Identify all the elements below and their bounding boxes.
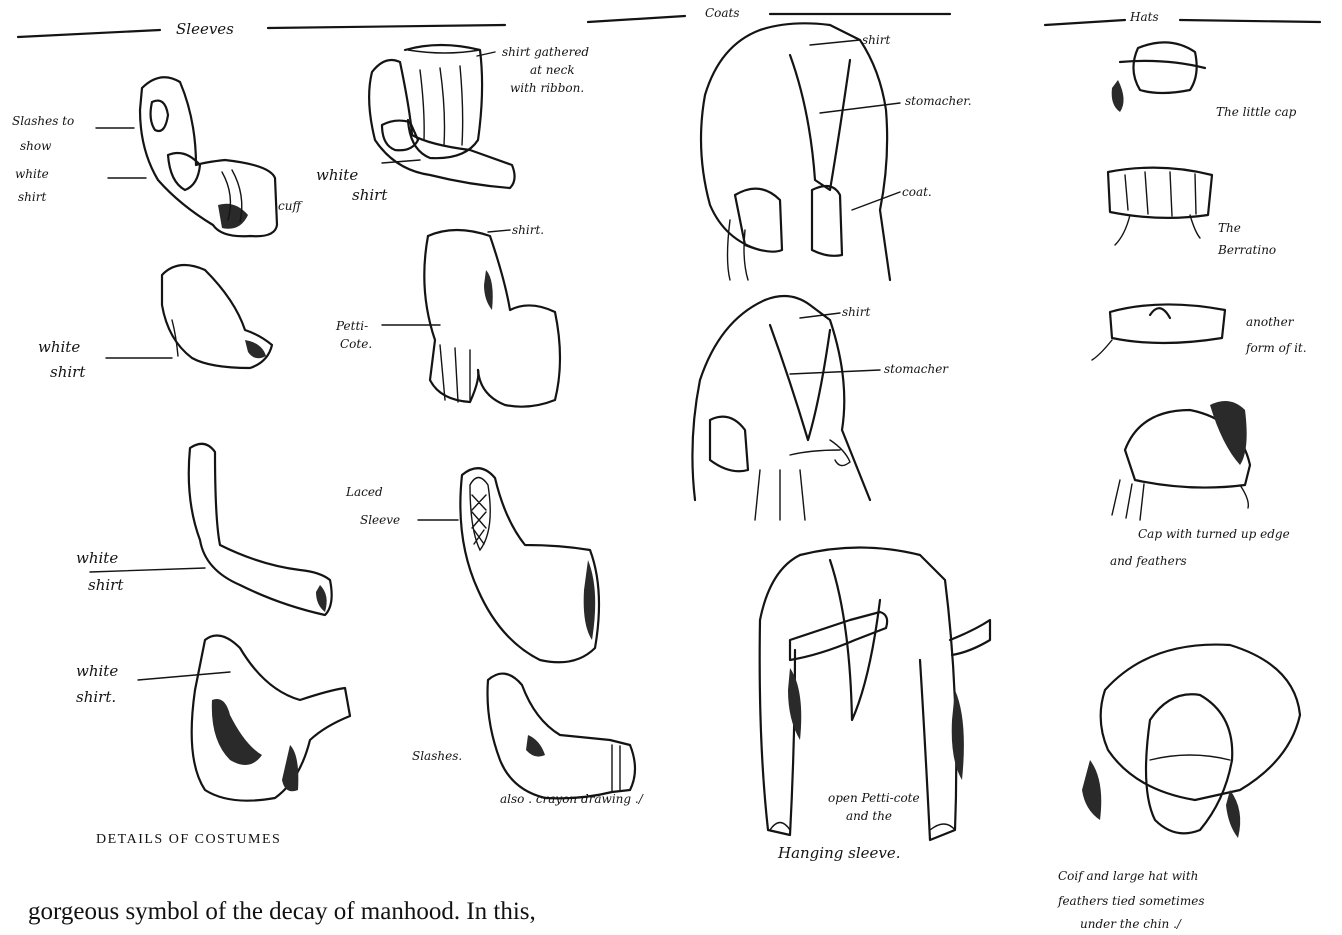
label-white-shirt-3b: shirt bbox=[88, 576, 124, 594]
berratino-drawing bbox=[1108, 168, 1212, 245]
label-cap-turned-2: and feathers bbox=[1110, 554, 1187, 568]
slashes-sleeve-drawing bbox=[488, 674, 636, 799]
shirt-pointer-3 bbox=[90, 568, 205, 572]
slashed-sleeve-drawing bbox=[140, 77, 277, 236]
coat1-coat-pointer bbox=[852, 192, 900, 210]
shirt-sleeve-drawing-4 bbox=[192, 636, 350, 801]
label-white-shirt-2a: white bbox=[38, 338, 80, 356]
shirt-b-pointer bbox=[488, 230, 510, 232]
little-cap-drawing bbox=[1112, 42, 1205, 112]
label-white-shirt-2b: shirt bbox=[50, 363, 86, 381]
coat1-stomacher-pointer bbox=[820, 103, 900, 113]
shirt-pointer-4 bbox=[138, 672, 230, 680]
label-shirt-b: shirt. bbox=[512, 223, 544, 237]
coif-hat-drawing bbox=[1082, 645, 1300, 838]
hats-header: Hats bbox=[1045, 10, 1320, 25]
label-coif-2: feathers tied sometimes bbox=[1057, 894, 1204, 908]
label-open-petticote-2: and the bbox=[846, 809, 892, 823]
label-open-petticote-1: open Petti-cote bbox=[828, 791, 920, 805]
label-hanging-sleeve: Hanging sleeve. bbox=[777, 844, 900, 862]
label-slashes-4: shirt bbox=[18, 190, 46, 204]
coat1-shirt-pointer bbox=[810, 40, 860, 45]
label-coif-3: under the chin ./ bbox=[1080, 917, 1183, 931]
hats-header-label: Hats bbox=[1129, 10, 1159, 24]
label-coat2-shirt: shirt bbox=[842, 305, 870, 319]
label-cap-turned-1: Cap with turned up edge bbox=[1138, 527, 1290, 541]
label-cuff: cuff bbox=[278, 199, 303, 213]
label-berratino-2: Berratino bbox=[1217, 243, 1276, 257]
label-white-shirt-top-1: white bbox=[316, 166, 358, 184]
coat2-stomacher-pointer bbox=[790, 370, 880, 374]
label-laced-2: Sleeve bbox=[360, 513, 400, 527]
label-little-cap: The little cap bbox=[1216, 105, 1297, 119]
label-white-shirt-4b: shirt. bbox=[76, 688, 116, 706]
label-petticote-2: Cote. bbox=[340, 337, 372, 351]
label-petticote-1: Petti- bbox=[335, 319, 368, 333]
laced-sleeve-drawing bbox=[460, 468, 599, 662]
label-white-shirt-4a: white bbox=[76, 662, 118, 680]
label-coat2-stomacher: stomacher bbox=[884, 362, 949, 376]
label-coif-1: Coif and large hat with bbox=[1058, 869, 1198, 883]
shirt-sleeve-drawing-2 bbox=[162, 265, 272, 368]
label-slashes-1: Slashes to bbox=[12, 114, 74, 128]
label-also-crayon: also . crayon drawing ./ bbox=[500, 792, 645, 806]
label-slashes-2: show bbox=[20, 139, 52, 153]
label-slashes: Slashes. bbox=[412, 749, 462, 763]
label-coat1-shirt: shirt bbox=[862, 33, 890, 47]
coats-header: Coats bbox=[588, 6, 950, 22]
sleeves-header: Sleeves bbox=[18, 20, 505, 38]
petticote-sleeve-drawing bbox=[424, 230, 560, 407]
label-another-1: another bbox=[1246, 315, 1295, 329]
another-cap-drawing bbox=[1092, 304, 1225, 360]
cap-turned-edge-drawing bbox=[1112, 401, 1250, 520]
shirt-sleeve-drawing-3 bbox=[189, 444, 332, 615]
white-shirt-top-pointer bbox=[382, 160, 420, 163]
label-shirt-gathered-2: at neck bbox=[530, 63, 575, 77]
label-laced-1: Laced bbox=[345, 485, 383, 499]
coats-header-label: Coats bbox=[705, 6, 740, 20]
label-slashes-3: white bbox=[15, 167, 49, 181]
label-white-shirt-3a: white bbox=[76, 549, 118, 567]
label-coat1-coat: coat. bbox=[902, 185, 932, 199]
label-shirt-gathered-1: shirt gathered bbox=[502, 45, 589, 59]
figure-caption: DETAILS OF COSTUMES bbox=[96, 832, 281, 848]
body-text-line: gorgeous symbol of the decay of manhood.… bbox=[28, 898, 536, 926]
sleeves-header-label: Sleeves bbox=[176, 20, 234, 38]
label-another-2: form of it. bbox=[1245, 341, 1307, 355]
label-berratino-1: The bbox=[1218, 221, 1241, 235]
label-shirt-gathered-3: with ribbon. bbox=[510, 81, 584, 95]
label-white-shirt-top-2: shirt bbox=[352, 186, 388, 204]
gathered-sleeve-drawing bbox=[369, 45, 514, 188]
label-coat1-stomacher: stomacher. bbox=[905, 94, 972, 108]
coat-drawing-1 bbox=[701, 23, 890, 280]
coat-drawing-2 bbox=[692, 296, 870, 520]
